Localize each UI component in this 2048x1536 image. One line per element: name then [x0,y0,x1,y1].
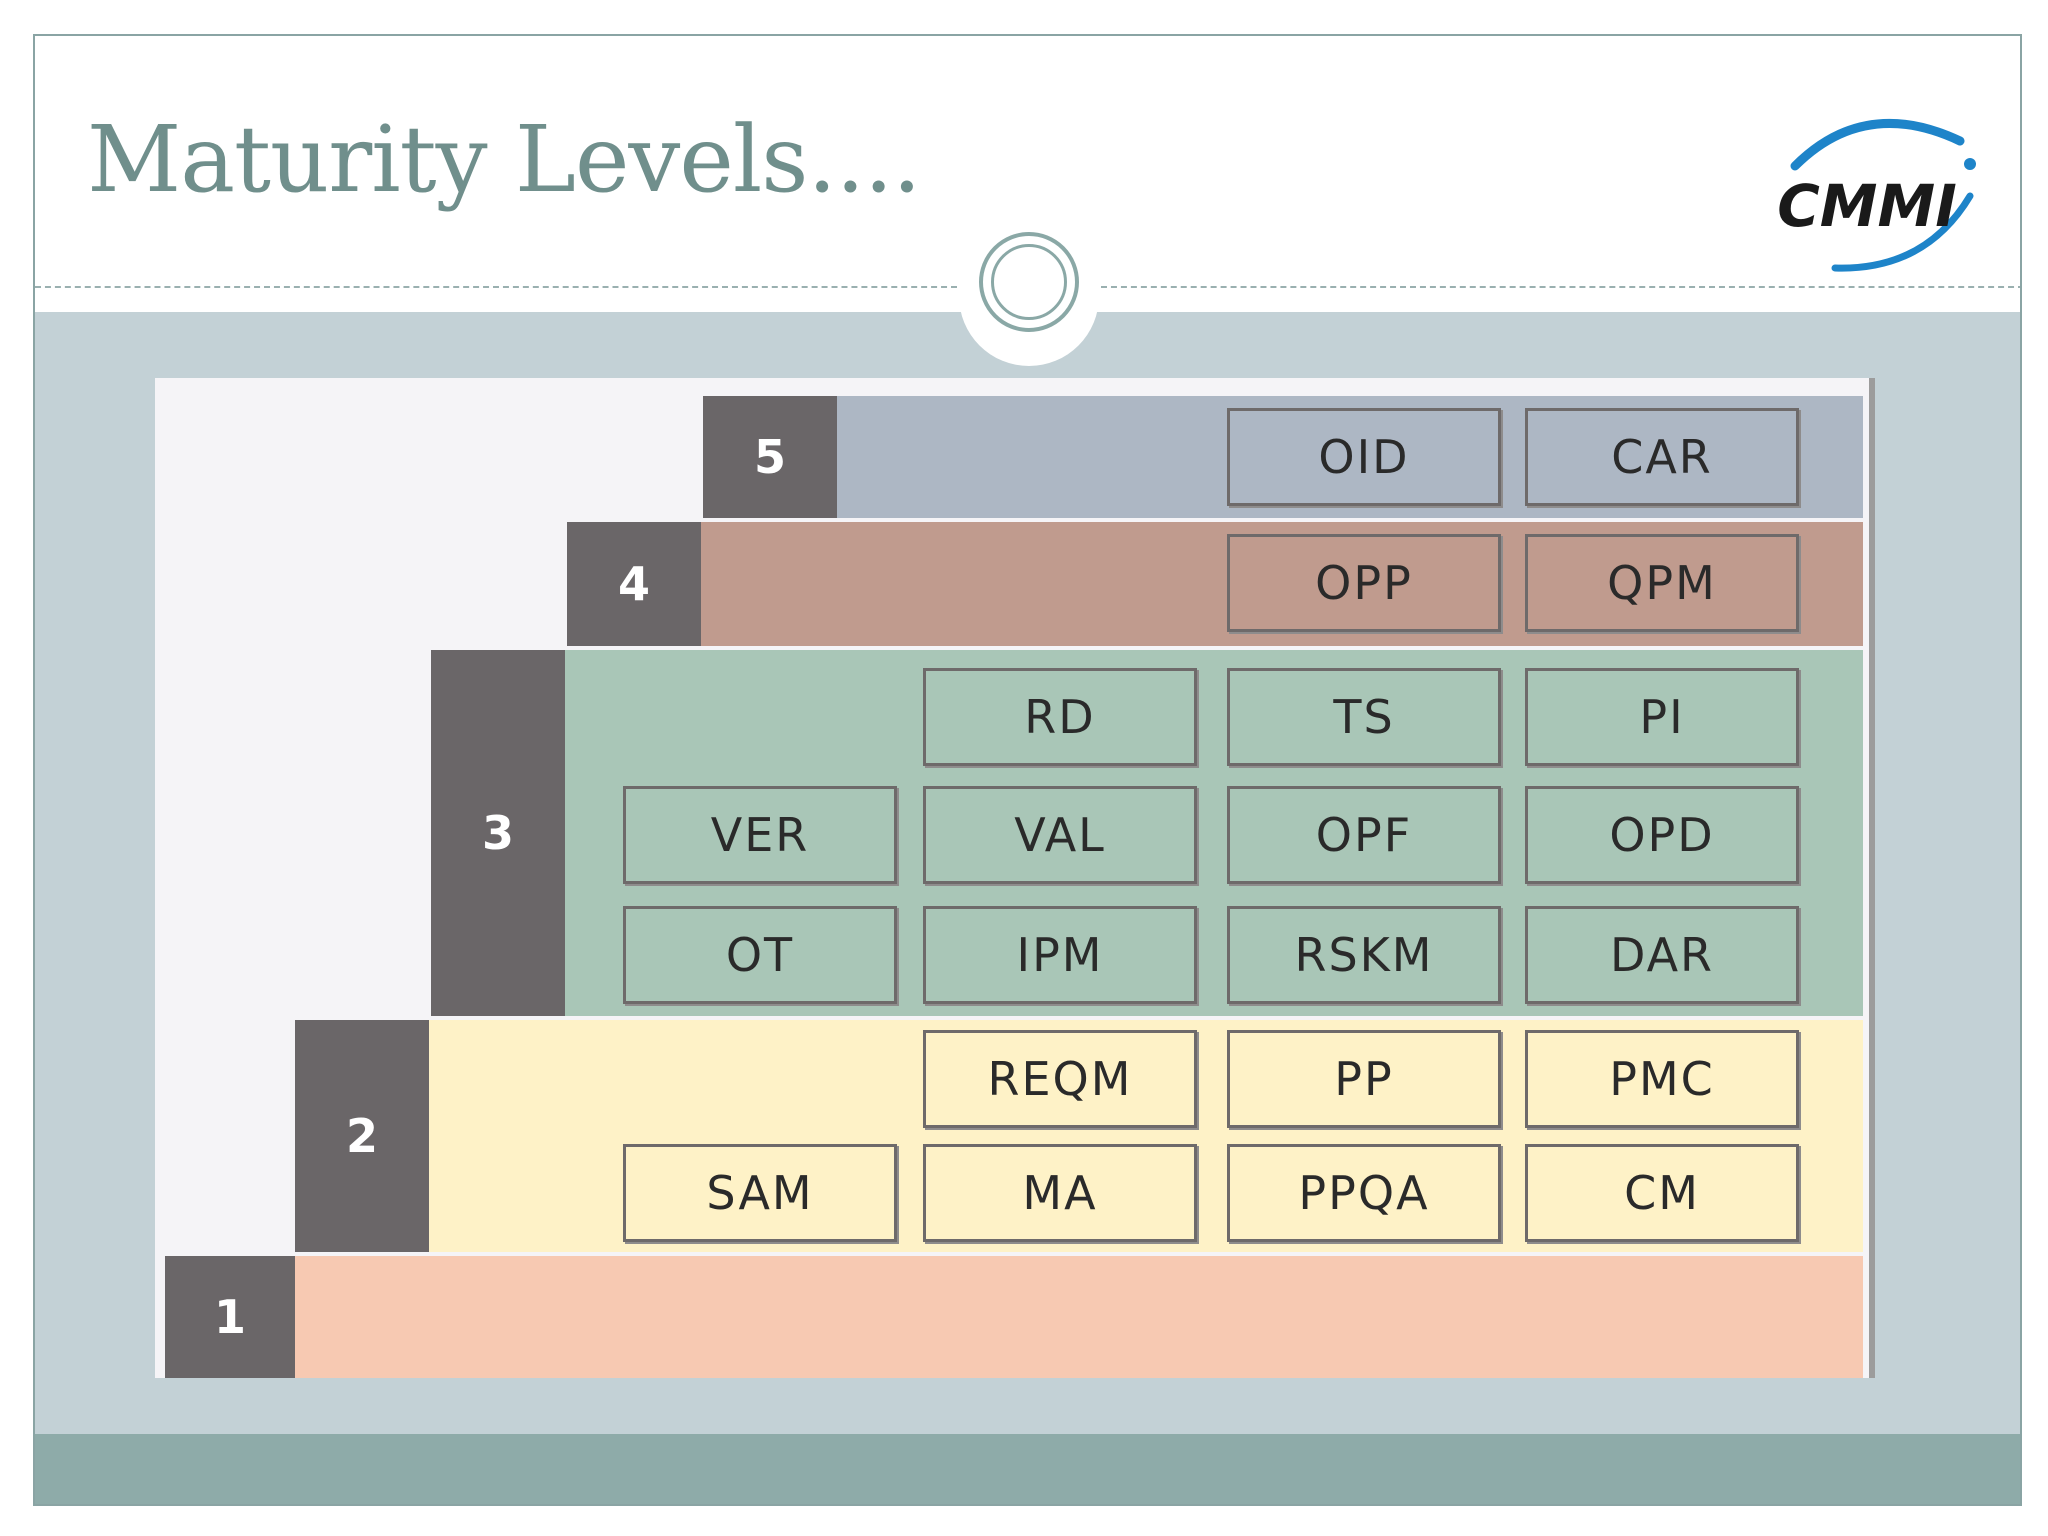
level-2-label: 2 [295,1020,429,1252]
divider-ring-inner [991,244,1067,320]
process-area-ts: TS [1227,668,1501,766]
process-area-pi: PI [1525,668,1799,766]
level-5-label: 5 [703,396,837,518]
divider-right [1101,286,2020,288]
process-area-qpm: QPM [1525,534,1799,632]
process-area-dar: DAR [1525,906,1799,1004]
process-area-rd: RD [923,668,1197,766]
process-area-reqm: REQM [923,1030,1197,1128]
process-area-pp: PP [1227,1030,1501,1128]
process-area-pmc: PMC [1525,1030,1799,1128]
process-area-sam: SAM [623,1144,897,1242]
maturity-staircase: 5 OID CAR 4 OPP QPM 3 RD TS PI VER VAL O… [155,378,1875,1378]
process-area-ppqa: PPQA [1227,1144,1501,1242]
process-area-ipm: IPM [923,906,1197,1004]
footer-bar [35,1434,2020,1504]
process-area-ma: MA [923,1144,1197,1242]
level-1-label: 1 [165,1256,295,1378]
logo-text: CMMI [1777,172,1957,240]
process-area-opd: OPD [1525,786,1799,884]
level-3-label: 3 [431,650,565,1016]
process-area-ot: OT [623,906,897,1004]
process-area-car: CAR [1525,408,1799,506]
logo-dot-icon [1964,158,1976,170]
divider-left [35,286,957,288]
process-area-ver: VER [623,786,897,884]
process-area-opp: OPP [1227,534,1501,632]
process-area-rskm: RSKM [1227,906,1501,1004]
divider-ring-icon [979,232,1079,332]
process-area-cm: CM [1525,1144,1799,1242]
logo-swoosh-top-icon [1790,119,1965,171]
slide-title: Maturity Levels.... [87,106,921,213]
process-area-val: VAL [923,786,1197,884]
process-area-opf: OPF [1227,786,1501,884]
level-4-label: 4 [567,522,701,646]
level-1-row [165,1256,1863,1378]
logo-swoosh-bottom-icon [1831,192,1974,272]
cmmi-logo: CMMI [1777,119,1976,272]
process-area-oid: OID [1227,408,1501,506]
slide: Maturity Levels.... CMMI 5 OID CAR 4 OPP… [33,34,2022,1506]
